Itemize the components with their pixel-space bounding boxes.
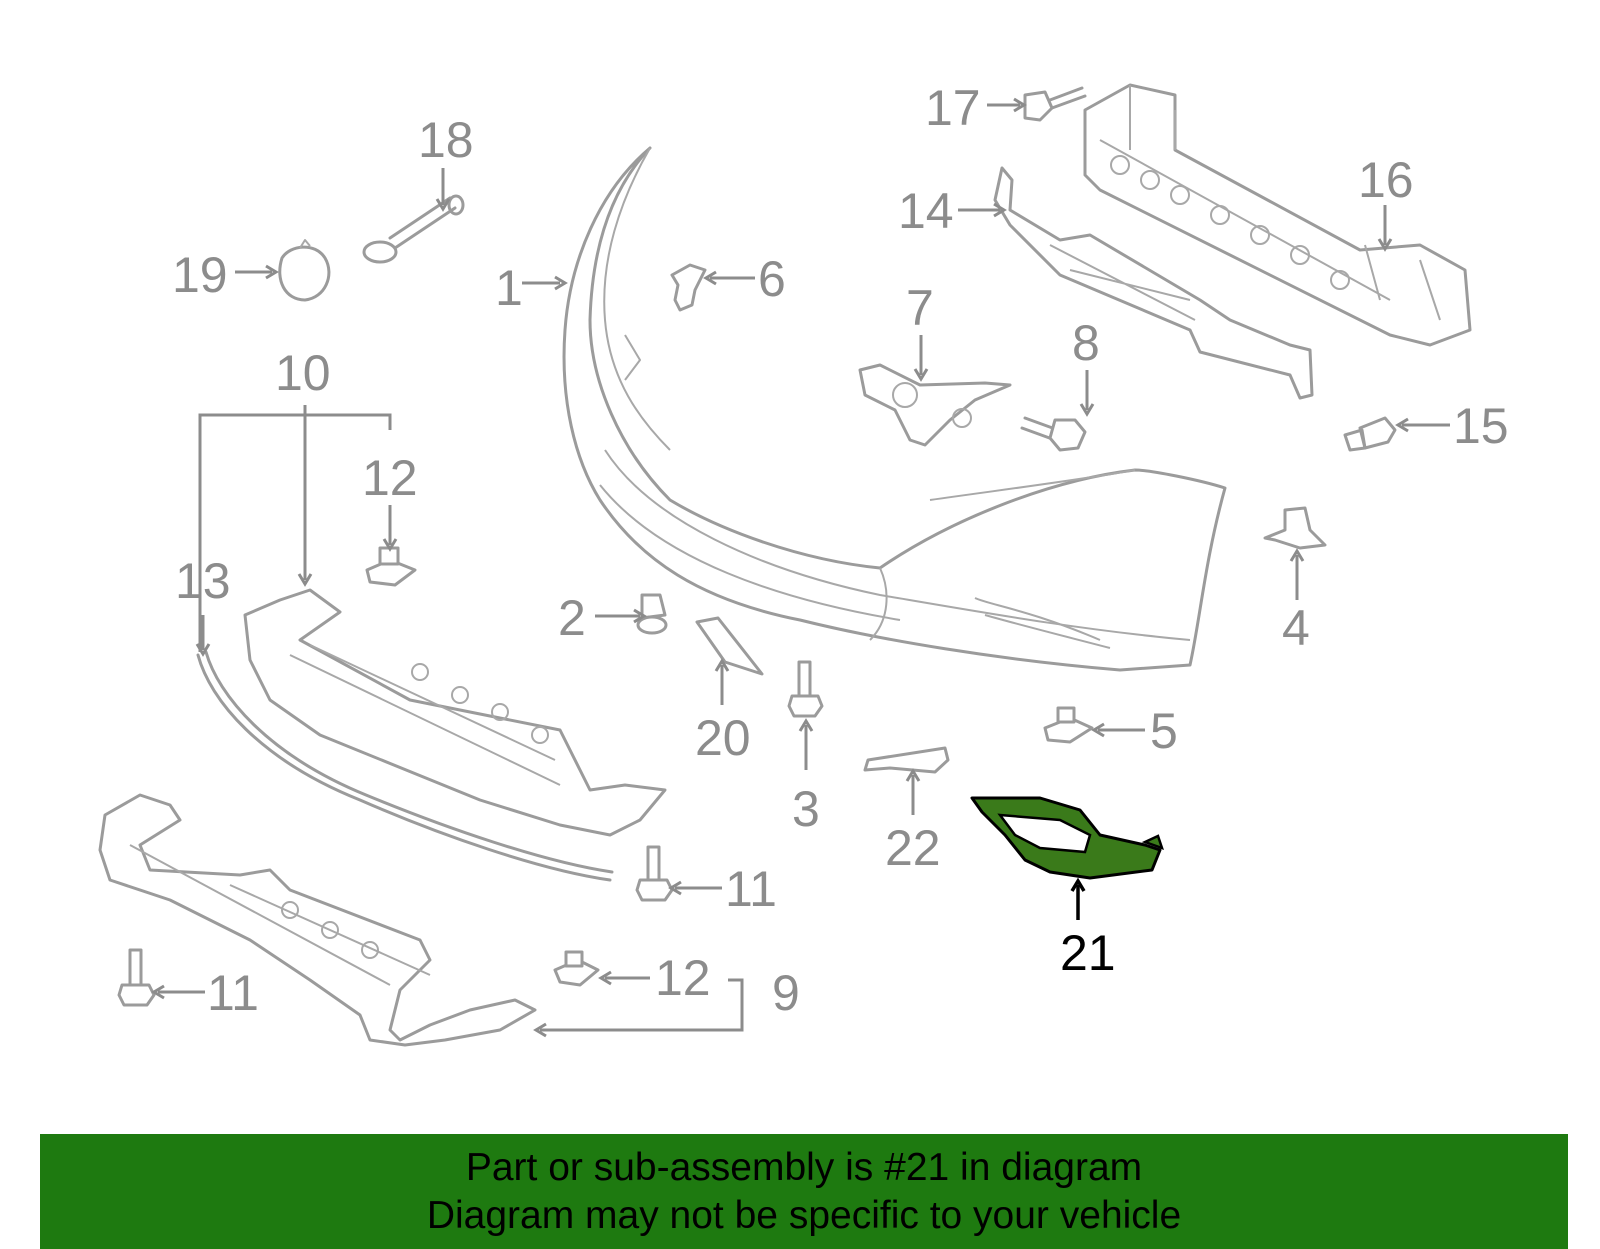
part-bolt-3[interactable]	[787, 660, 824, 718]
callout-12-lower: 12	[655, 950, 711, 1006]
callout-4: 4	[1282, 600, 1310, 656]
callout-19: 19	[172, 247, 228, 303]
part-bolt-11-right[interactable]	[635, 845, 674, 902]
callout-11-right: 11	[725, 861, 777, 917]
banner-line-1: Part or sub-assembly is #21 in diagram	[465, 1145, 1143, 1189]
bumper-parts-diagram: 1 2 3 4 5 6 7 8 9 10 11 11 12 12 13 14 1…	[98, 80, 1509, 1047]
callout-6: 6	[758, 251, 786, 307]
callout-7: 7	[906, 280, 934, 336]
part-clip-15[interactable]	[1343, 416, 1397, 452]
callout-11-left: 11	[207, 965, 259, 1021]
part-nut-12-upper[interactable]	[365, 546, 417, 587]
part-bolt-8[interactable]	[1020, 416, 1087, 452]
part-bracket-22[interactable]	[863, 746, 950, 774]
callout-5: 5	[1150, 703, 1178, 759]
callout-15: 15	[1453, 398, 1509, 454]
callout-14: 14	[898, 183, 954, 239]
callout-22: 22	[885, 820, 941, 876]
part-clip-2[interactable]	[636, 593, 668, 635]
callout-10: 10	[275, 345, 331, 401]
part-lower-guard[interactable]	[98, 793, 537, 1047]
callout-1: 1	[495, 260, 523, 316]
part-reinforcement-beam[interactable]	[1083, 83, 1472, 347]
info-banner: Part or sub-assembly is #21 in diagram D…	[40, 1134, 1568, 1249]
callout-9: 9	[772, 965, 800, 1021]
part-energy-absorber[interactable]	[993, 166, 1314, 400]
part-bracket-7[interactable]	[858, 363, 1012, 447]
part-bolt-11-left[interactable]	[117, 948, 156, 1007]
callout-3: 3	[792, 781, 820, 837]
part-bracket-20[interactable]	[695, 616, 764, 676]
part-under-cover[interactable]	[243, 588, 667, 837]
banner-line-2: Diagram may not be specific to your vehi…	[426, 1193, 1182, 1237]
part-strip[interactable]	[196, 650, 614, 882]
callout-17: 17	[925, 80, 981, 136]
callout-20: 20	[695, 710, 751, 766]
part-nut-5[interactable]	[1043, 706, 1094, 744]
part-bolt-17[interactable]	[1023, 86, 1087, 122]
part-nut-12-lower[interactable]	[553, 950, 600, 987]
leader-lines	[151, 97, 1450, 1038]
part-tow-hook[interactable]	[362, 194, 465, 264]
callout-16: 16	[1358, 152, 1414, 208]
callout-18: 18	[418, 112, 474, 168]
part-fog-lamp-bezel-highlighted[interactable]	[970, 796, 1164, 880]
callout-8: 8	[1072, 315, 1100, 371]
callout-labels: 1 2 3 4 5 6 7 8 9 10 11 11 12 12 13 14 1…	[172, 80, 1509, 1021]
part-bumper-cover[interactable]	[562, 146, 1227, 672]
part-bracket-6[interactable]	[670, 263, 707, 312]
callout-12-upper: 12	[362, 450, 418, 506]
callout-2: 2	[558, 590, 586, 646]
part-tow-cover[interactable]	[278, 239, 331, 302]
part-bracket-4[interactable]	[1263, 506, 1327, 550]
callout-21-highlighted: 21	[1060, 925, 1116, 981]
callout-13: 13	[175, 553, 231, 609]
